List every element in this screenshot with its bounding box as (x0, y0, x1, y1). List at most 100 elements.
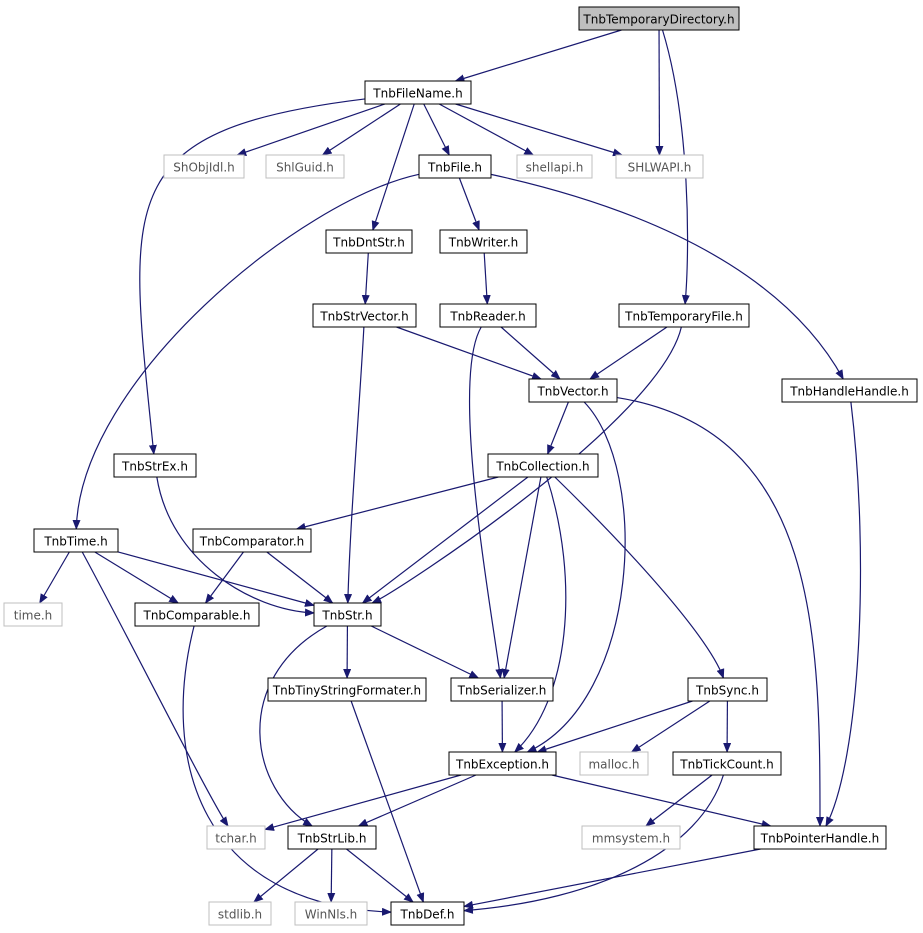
node-sync[interactable]: TnbSync.h (687, 677, 768, 702)
edge-time-to-timeh (39, 551, 70, 604)
edge-handlehandle-to-pointerhandle (825, 401, 862, 827)
node-label: malloc.h (588, 758, 639, 772)
node-label: mmsystem.h (592, 832, 670, 846)
edge-writer-to-reader (482, 252, 491, 305)
edge-tinystr-to-def (350, 700, 425, 903)
node-stdlib[interactable]: stdlib.h (208, 901, 272, 926)
node-label: time.h (14, 609, 53, 623)
node-tickcount[interactable]: TnbTickCount.h (672, 751, 782, 776)
edge-sync-to-malloc (630, 700, 711, 753)
node-writer[interactable]: TnbWriter.h (439, 229, 528, 254)
node-label: WinNls.h (305, 908, 358, 922)
edge-file-to-writer (458, 177, 480, 231)
node-box (287, 825, 377, 850)
node-tinystr[interactable]: TnbTinyStringFormater.h (267, 677, 427, 702)
node-label: ShlGuid.h (276, 161, 334, 175)
node-shlwapi[interactable]: SHLWAPI.h (615, 154, 704, 179)
node-box (294, 901, 368, 926)
edge-collection-to-serializer (501, 476, 542, 679)
node-box (615, 154, 704, 179)
node-box (206, 825, 266, 850)
edge-exception-to-strlib (357, 774, 477, 827)
node-serializer[interactable]: TnbSerializer.h (450, 677, 554, 702)
edge-root-to-tempfile (661, 29, 690, 305)
edge-filename-to-file (423, 103, 450, 156)
edge-pointerhandle-to-def (463, 848, 761, 909)
node-box (516, 154, 593, 179)
node-str[interactable]: TnbStr.h (313, 602, 382, 627)
node-handlehandle[interactable]: TnbHandleHandle.h (781, 378, 918, 403)
node-shobjidl[interactable]: ShObjIdl.h (163, 154, 245, 179)
node-box (113, 453, 197, 478)
edge-sync-to-exception (536, 700, 693, 753)
node-tchar[interactable]: tchar.h (206, 825, 266, 850)
node-pointerhandle[interactable]: TnbPointerHandle.h (753, 825, 887, 850)
edge-str-to-serializer (370, 625, 480, 679)
node-time[interactable]: TnbTime.h (33, 528, 119, 553)
edge-exception-to-pointerhandle (551, 774, 772, 828)
edge-filename-to-shellapi (438, 103, 535, 156)
edge-comparable-to-def (182, 625, 392, 916)
node-label: TnbStr.h (321, 609, 372, 623)
node-collection[interactable]: TnbCollection.h (487, 453, 599, 478)
node-box (578, 6, 740, 31)
node-label: TnbTickCount.h (679, 758, 773, 772)
node-label: TnbStrVector.h (319, 310, 408, 324)
edge-vector-to-pointerhandle (616, 396, 824, 827)
node-reader[interactable]: TnbReader.h (439, 303, 537, 328)
node-label: TnbTime.h (43, 535, 107, 549)
node-label: SHLWAPI.h (628, 161, 692, 175)
node-comparator[interactable]: TnbComparator.h (192, 528, 312, 553)
node-root[interactable]: TnbTemporaryDirectory.h (578, 6, 740, 31)
node-tempfile[interactable]: TnbTemporaryFile.h (618, 303, 750, 328)
node-vector[interactable]: TnbVector.h (528, 378, 618, 403)
edge-collection-to-exception (513, 476, 567, 753)
node-mmsystem[interactable]: mmsystem.h (581, 825, 681, 850)
node-strex[interactable]: TnbStrEx.h (113, 453, 197, 478)
node-filename[interactable]: TnbFileName.h (364, 80, 472, 105)
edge-filename-to-strex (139, 98, 366, 455)
node-label: ShObjIdl.h (173, 161, 235, 175)
node-dntstr[interactable]: TnbDntStr.h (325, 229, 413, 254)
node-box (528, 378, 618, 403)
node-file[interactable]: TnbFile.h (418, 154, 492, 179)
node-box (618, 303, 750, 328)
node-box (265, 154, 345, 179)
edge-strlib-to-stdlib (253, 848, 319, 903)
node-shellapi[interactable]: shellapi.h (516, 154, 593, 179)
edge-tempfile-to-vector (589, 326, 668, 380)
node-label: TnbTemporaryFile.h (624, 310, 743, 324)
node-box (325, 229, 413, 254)
node-label: TnbFile.h (427, 161, 482, 175)
node-box (163, 154, 245, 179)
node-box (581, 825, 681, 850)
node-label: TnbDef.h (400, 908, 455, 922)
edge-strvector-to-vector (396, 326, 542, 380)
node-box (448, 751, 557, 776)
node-box (672, 751, 782, 776)
node-label: TnbWriter.h (448, 236, 519, 250)
node-shlguid[interactable]: ShlGuid.h (265, 154, 345, 179)
node-label: TnbSerializer.h (457, 684, 547, 698)
node-strlib[interactable]: TnbStrLib.h (287, 825, 377, 850)
node-strvector[interactable]: TnbStrVector.h (312, 303, 417, 328)
edge-comparator-to-comparable (204, 551, 244, 604)
node-label: TnbTinyStringFormater.h (272, 684, 421, 698)
edge-filename-to-shlwapi (455, 103, 623, 157)
node-comparable[interactable]: TnbComparable.h (134, 602, 260, 627)
edge-collection-to-str (361, 476, 529, 604)
node-exception[interactable]: TnbException.h (448, 751, 557, 776)
node-winnls[interactable]: WinNls.h (294, 901, 368, 926)
node-box (687, 677, 768, 702)
node-label: stdlib.h (218, 908, 262, 922)
node-malloc[interactable]: malloc.h (579, 751, 649, 776)
node-box (313, 602, 382, 627)
node-label: TnbTemporaryDirectory.h (582, 13, 734, 27)
node-label: TnbFileName.h (372, 87, 462, 101)
node-def[interactable]: TnbDef.h (390, 901, 465, 926)
edge-file-to-handlehandle (490, 173, 844, 380)
node-box (33, 528, 119, 553)
node-timeh[interactable]: time.h (3, 602, 63, 627)
node-label: TnbVector.h (536, 385, 608, 399)
